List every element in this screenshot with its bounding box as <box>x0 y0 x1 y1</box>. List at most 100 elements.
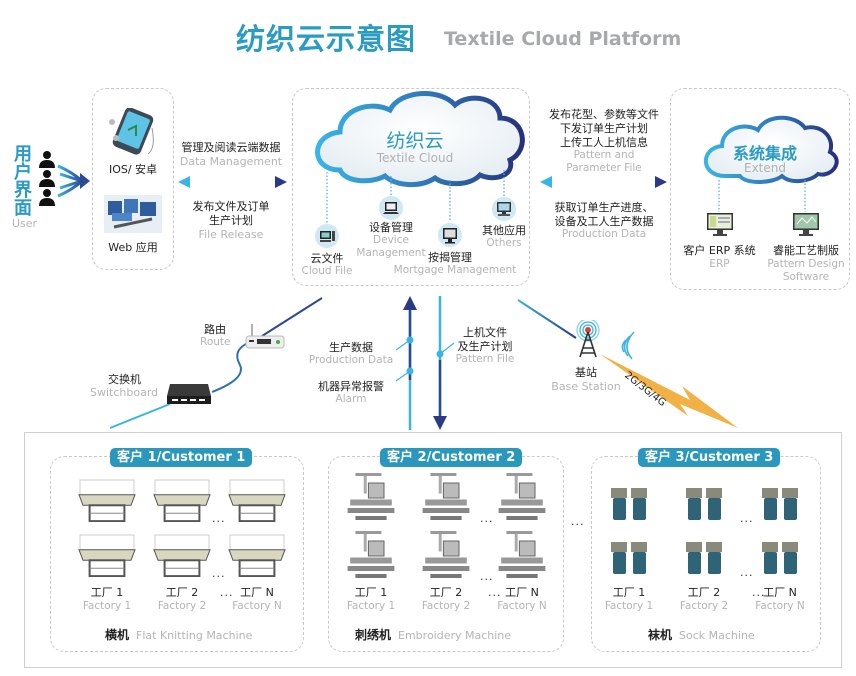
flat-knitting-machine-icon <box>78 533 136 581</box>
base-station-label: 基站 <box>575 366 597 379</box>
flat-knitting-machine-icon <box>78 478 136 526</box>
sock-machine-icon <box>609 486 649 526</box>
erp-label: 客户 ERP 系统 <box>683 244 756 257</box>
double-arrow-clients-cloud <box>178 176 287 188</box>
extend-panel <box>670 88 850 290</box>
sock-machine-icon <box>760 540 800 580</box>
route-label-en: Route <box>200 336 231 348</box>
pattern-file-label-3: 上传工人上机信息 <box>560 136 648 149</box>
other-apps-app[interactable] <box>492 197 516 221</box>
factory-label-en: Factory 1 <box>82 600 132 612</box>
machine-type-zh: 袜机 <box>648 628 673 642</box>
sock-machine-icon <box>760 486 800 526</box>
device-management-app[interactable] <box>379 196 403 220</box>
sock-machine-icon <box>609 540 649 580</box>
user-label-char: 户 <box>14 162 32 183</box>
more-machines-ellipsis: ... <box>740 566 754 579</box>
uplink-alarm-label: 机器异常报警 <box>318 380 384 393</box>
page-title: 纺织云示意图 <box>236 22 417 56</box>
other-apps-label-en: Others <box>486 237 522 249</box>
base-station-icon[interactable] <box>574 320 602 358</box>
factory-label[interactable]: 工厂 N <box>240 586 274 599</box>
downlink-pattern-label-2: 及生产计划 <box>457 340 513 353</box>
pattern-design-label: 睿能工艺制版 <box>773 244 839 257</box>
switchboard-icon[interactable] <box>166 382 212 406</box>
mortgage-management-label-en: Mortgage Management <box>393 264 517 276</box>
flat-knitting-machine-icon <box>153 533 211 581</box>
factory-label-en: Factory 2 <box>421 600 471 612</box>
monitor-icon <box>443 228 457 244</box>
flat-knitting-machine-icon <box>153 478 211 526</box>
embroidery-machine-icon <box>420 530 472 584</box>
embroidery-machine-icon <box>345 530 397 584</box>
pattern-file-label-2: 下发订单生产计划 <box>560 122 648 135</box>
web-app-label: Web 应用 <box>108 241 158 254</box>
factory-label[interactable]: 工厂 N <box>505 586 539 599</box>
production-data-label-2: 设备及工人生产数据 <box>554 215 654 228</box>
factory-label[interactable]: 工厂 1 <box>612 586 646 599</box>
factory-label[interactable]: 工厂 N <box>763 586 797 599</box>
route-label: 路由 <box>204 323 226 336</box>
more-machines-ellipsis: ... <box>212 567 226 580</box>
laptop-icon <box>383 202 399 214</box>
extend-subtitle: Extend <box>744 161 786 175</box>
extend-cloud-shape <box>703 115 839 184</box>
mobile-app-label: IOS/ 安卓 <box>108 163 158 176</box>
machine-type-en: Embroidery Machine <box>391 629 512 642</box>
factory-label-en: Factory 2 <box>157 600 207 612</box>
pattern-design-label-en-2: Software <box>782 271 830 283</box>
downlink-pattern-label-1: 上机文件 <box>463 326 507 339</box>
factory-label[interactable]: 工厂 2 <box>687 586 721 599</box>
machine-type-en: Sock Machine <box>672 629 755 642</box>
smartphone-icon[interactable] <box>106 108 158 158</box>
router-icon[interactable] <box>245 322 285 352</box>
more-customers-ellipsis: ... <box>571 515 585 528</box>
factory-label[interactable]: 工厂 1 <box>354 586 388 599</box>
cloud-file-app[interactable] <box>315 224 339 248</box>
factory-label-en: Factory N <box>232 600 282 612</box>
cloud-subtitle: Textile Cloud <box>376 151 454 165</box>
factory-label[interactable]: 工厂 2 <box>165 586 199 599</box>
embroidery-machine-icon <box>496 530 548 584</box>
customer-2-badge[interactable]: 客户 2/Customer 2 <box>380 448 523 467</box>
user-arrow-icon <box>57 164 90 198</box>
customer-3-badge[interactable]: 客户 3/Customer 3 <box>638 448 781 467</box>
user-label-char: 用 <box>14 144 32 165</box>
device-management-label-en-2: Management <box>356 247 426 259</box>
cloud-file-label: 云文件 <box>310 252 344 265</box>
data-management-label: 管理及阅读云端数据 <box>181 141 281 154</box>
design-monitor-icon[interactable] <box>792 212 820 238</box>
user-label-en: User <box>12 217 38 230</box>
wired-network-line <box>109 297 323 429</box>
double-arrow-cloud-extend <box>540 176 667 188</box>
machine-type-caption: 横机 Flat Knitting Machine <box>105 624 252 643</box>
factory-label[interactable]: 工厂 2 <box>429 586 463 599</box>
erp-monitor-icon[interactable] <box>706 212 734 238</box>
customer-1-badge[interactable]: 客户 1/Customer 1 <box>110 448 253 467</box>
more-machines-ellipsis: ... <box>480 570 494 583</box>
wireless-signal-icon <box>621 331 635 360</box>
embroidery-machine-icon <box>496 472 548 526</box>
user-label-char: 界 <box>14 180 32 201</box>
factory-label-en: Factory 1 <box>346 600 396 612</box>
factory-label[interactable]: 工厂 1 <box>90 586 124 599</box>
sock-machine-icon <box>684 540 724 580</box>
users-icon <box>39 151 55 206</box>
downlink-pattern-label-en: Pattern File <box>455 353 515 365</box>
more-machines-ellipsis: ... <box>740 512 754 525</box>
computer-icon <box>320 231 335 242</box>
web-app-icon[interactable] <box>104 195 162 233</box>
more-machines-ellipsis: ... <box>212 512 226 525</box>
machine-type-zh: 刺绣机 <box>355 628 392 642</box>
textile-cloud-panel <box>292 88 530 286</box>
mortgage-management-app[interactable] <box>438 223 462 247</box>
file-release-label-2: 生产计划 <box>209 214 253 227</box>
machine-type-en: Flat Knitting Machine <box>129 629 253 642</box>
machine-type-caption: 袜机 Sock Machine <box>648 624 755 643</box>
cloud-app-links <box>326 170 505 223</box>
more-machines-ellipsis: ... <box>480 512 494 525</box>
uplink-production-data-label-en: Production Data <box>308 354 394 366</box>
factory-label-en: Factory 2 <box>679 600 729 612</box>
textile-cloud-shape <box>315 91 525 187</box>
